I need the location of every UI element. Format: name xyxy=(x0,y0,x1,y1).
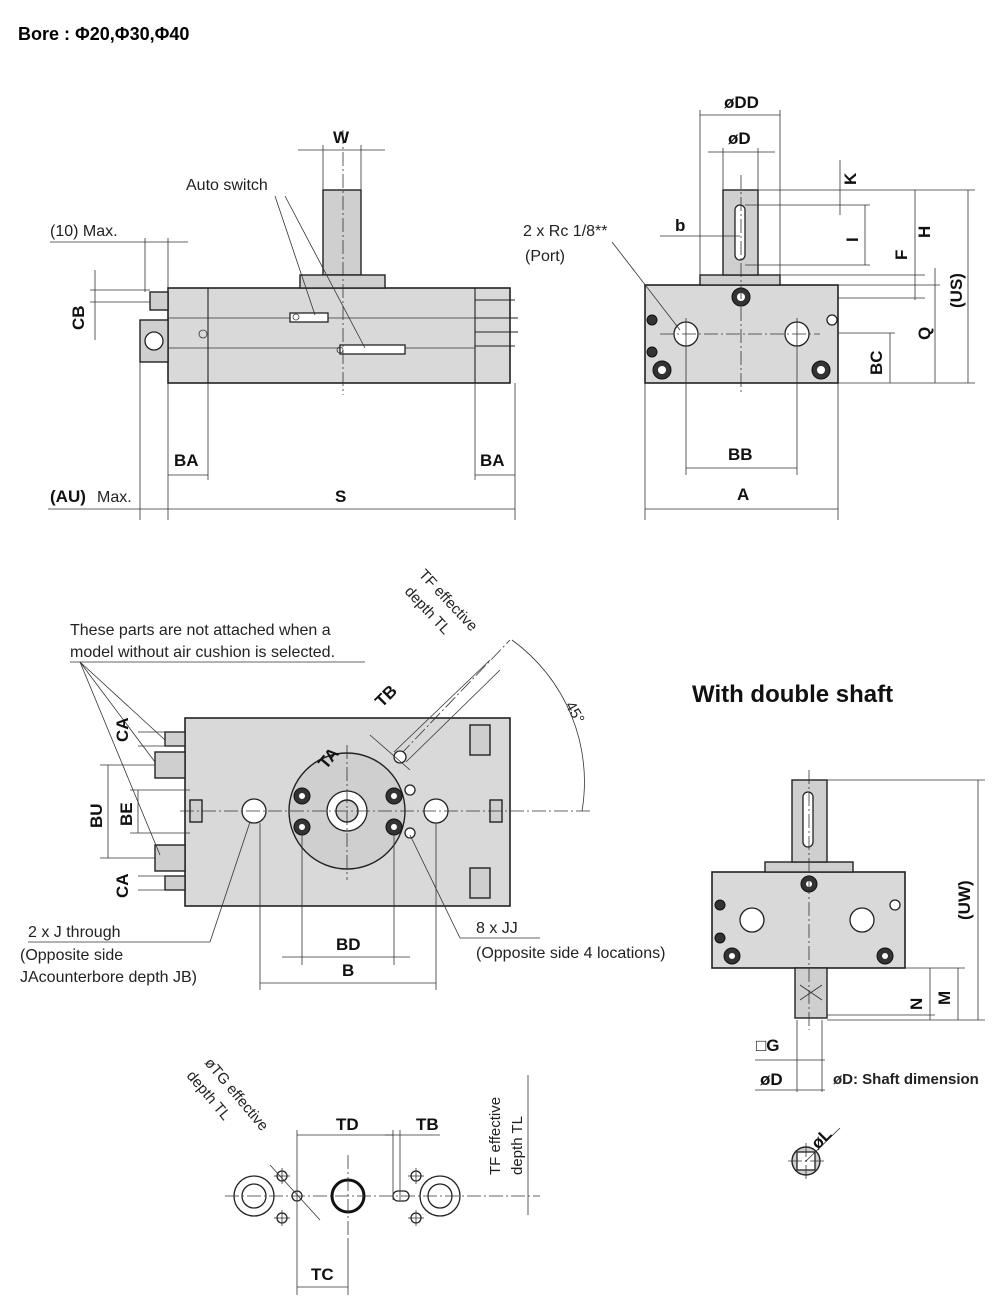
dim-N: N xyxy=(907,998,926,1010)
dim-TD: TD xyxy=(336,1115,359,1134)
top-view: These parts are not attached when a mode… xyxy=(20,566,665,990)
shaft-side xyxy=(322,189,362,276)
shaft-boss-side xyxy=(299,274,386,289)
max10-label: (10) Max. xyxy=(50,223,118,240)
double-shaft-view: With double shaft (UW) N M □G xyxy=(692,681,985,1180)
dim-BU: BU xyxy=(87,803,106,828)
port-label-2: (Port) xyxy=(525,248,565,265)
tf-detail-1: TF effective xyxy=(487,1097,504,1175)
side-view: W Auto switch (10) Max. CB BA BA (AU) Ma… xyxy=(48,128,518,520)
jj-label-2: (Opposite side 4 locations) xyxy=(476,945,665,962)
dim-A: A xyxy=(737,485,749,504)
dim-W: W xyxy=(333,128,350,147)
double-shaft-heading: With double shaft xyxy=(692,681,893,708)
dim-G: □G xyxy=(756,1036,780,1055)
dim-K: K xyxy=(841,172,860,185)
dim-Q: Q xyxy=(915,327,934,340)
dim-TC: TC xyxy=(311,1265,334,1284)
shaft-dimension-note: øD: Shaft dimension xyxy=(833,1071,979,1088)
cushion-adjuster-1 xyxy=(149,291,169,311)
note-line-2: model without air cushion is selected. xyxy=(70,644,335,661)
dim-H: H xyxy=(915,226,934,238)
note-line-1: These parts are not attached when a xyxy=(70,622,331,639)
dim-TB-detail: TB xyxy=(416,1115,439,1134)
page-title: Bore : Φ20,Φ30,Φ40 xyxy=(18,24,189,44)
dim-F: F xyxy=(892,250,911,260)
dim-D: øD xyxy=(728,129,751,148)
j-label-3: JAcounterbore depth JB) xyxy=(20,969,197,986)
end-view: øDD øD b K I F H Q (US) BC 2 x Rc 1/8** … xyxy=(523,93,975,520)
dim-M: M xyxy=(935,991,954,1005)
dim-UW: (UW) xyxy=(955,880,974,920)
keyway xyxy=(734,204,746,261)
lower-shaft xyxy=(794,967,828,1019)
dim-CB: CB xyxy=(69,305,88,330)
dim-BA-left: BA xyxy=(174,451,199,470)
j-label-1: 2 x J through xyxy=(28,924,121,941)
dim-B: B xyxy=(342,961,354,980)
dim-AU: (AU) xyxy=(50,487,86,506)
auto-switch-2 xyxy=(339,344,406,355)
dim-CA-bottom: CA xyxy=(113,873,132,898)
dim-DD: øDD xyxy=(724,93,759,112)
auto-switch-label: Auto switch xyxy=(186,177,268,194)
port-label-1: 2 x Rc 1/8** xyxy=(523,223,607,240)
dim-BA-right: BA xyxy=(480,451,505,470)
dim-BD: BD xyxy=(336,935,361,954)
dim-S: S xyxy=(335,487,346,506)
dim-b: b xyxy=(675,216,685,235)
j-label-2: (Opposite side xyxy=(20,947,123,964)
detail-view: øTG effective depth TL TD TB TF effectiv… xyxy=(183,1055,540,1295)
dim-AU-max: Max. xyxy=(97,489,132,506)
dim-I: I xyxy=(843,237,862,242)
dim-BB: BB xyxy=(728,445,753,464)
dim-TB-top: TB xyxy=(371,681,400,710)
jj-label-1: 8 x JJ xyxy=(476,920,518,937)
dim-US: (US) xyxy=(947,273,966,308)
tf-detail-2: depth TL xyxy=(509,1116,526,1175)
dim-D-double: øD xyxy=(760,1070,783,1089)
actuator-body-side xyxy=(167,287,511,384)
dim-CA-top: CA xyxy=(113,717,132,742)
dim-BE: BE xyxy=(117,802,136,826)
auto-switch-1 xyxy=(289,312,329,323)
dim-BC: BC xyxy=(867,350,886,375)
